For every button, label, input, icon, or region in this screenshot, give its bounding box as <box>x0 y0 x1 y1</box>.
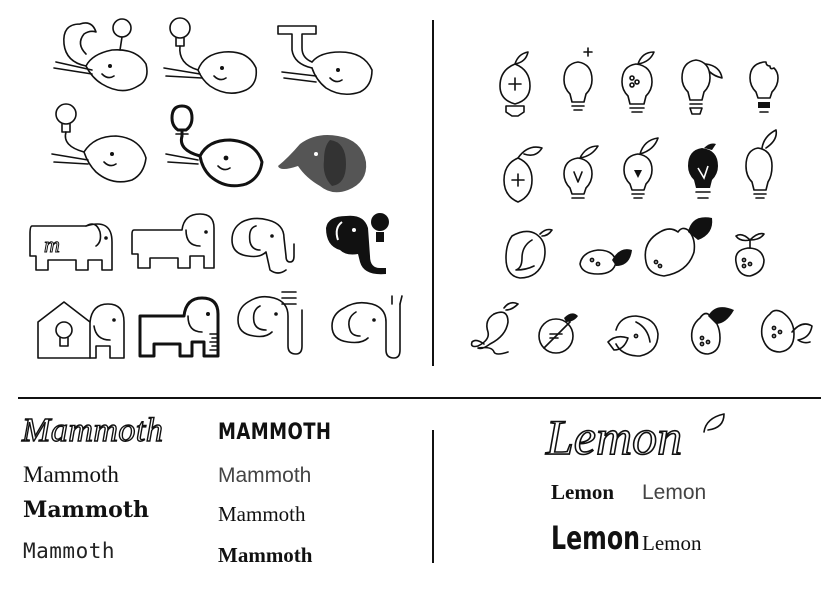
bulb-leaf-tall-icon <box>745 129 778 199</box>
horizontal-divider <box>18 397 821 399</box>
elephant-t-trunk-icon <box>277 25 373 96</box>
elephant-bulb-trunk-icon <box>163 17 258 94</box>
lemon-plus-2-icon <box>503 146 543 203</box>
elephant-outline-icon <box>131 213 215 269</box>
mammoth-script-outline-wordmark: Mammoth <box>21 412 164 449</box>
lemon-script-outline-wordmark: Lemon <box>545 409 683 465</box>
elephant-head-plug-icon <box>331 295 403 359</box>
elephant-bulb-trunk-2-icon <box>51 103 147 183</box>
lemon-plus-icon <box>499 51 531 117</box>
mammoth-serif-regular-wordmark: Mammoth <box>23 462 119 487</box>
elephant-bulb-bold-icon <box>165 104 264 188</box>
elephant-monogram-m-icon: m <box>29 223 113 271</box>
bulb-solid-icon <box>688 143 718 199</box>
bulb-lemon-2-icon <box>563 145 599 199</box>
bulb-plus-icon <box>563 47 593 111</box>
bulb-ponytail-icon <box>681 59 723 115</box>
lemon-swirl-icon <box>760 309 813 353</box>
lemon-light-sans-wordmark: Lemon <box>642 481 707 504</box>
lemon-dark-leaf-icon <box>690 307 734 355</box>
elephant-ruler-bold-icon <box>138 296 220 358</box>
elephant-head-bars-icon <box>237 291 303 355</box>
elephant-head-trunk-icon <box>231 217 295 274</box>
elephant-house-bulb-icon <box>37 301 125 359</box>
bulb-bitten-icon <box>749 61 779 113</box>
lemon-script-l-icon <box>505 228 553 279</box>
lemon-serif-book-wordmark: Lemon <box>642 531 702 555</box>
lemon-script-l-2-icon <box>470 301 519 355</box>
bulb-filament-icon <box>623 137 659 199</box>
mammoth-serif-bold-wordmark: Mammoth <box>218 543 313 567</box>
vertical-divider-bottom <box>432 430 434 563</box>
lemon-no-bulb-icon <box>538 313 578 354</box>
lemon-wordmark-leaf-icon <box>703 413 725 433</box>
mammoth-condensed-caps-wordmark: MAMMOTH <box>218 420 332 445</box>
lemon-condensed-bold-wordmark: Lemon <box>551 519 640 557</box>
svg-text:m: m <box>44 232 60 257</box>
elephant-c-trunk-icon <box>53 18 148 92</box>
lemon-leaf-icon <box>579 249 632 275</box>
lemon-bitten-leaf-icon <box>644 217 713 277</box>
mammoth-techno-wordmark: Mammoth <box>23 539 116 563</box>
lemon-serif-bold-wordmark: Lemon <box>551 480 614 504</box>
bulb-lemon-dots-icon <box>621 51 655 113</box>
mammoth-slab-bold-wordmark: Mammoth <box>23 497 149 523</box>
mammoth-light-sans-wordmark: Mammoth <box>218 464 312 487</box>
elephant-gray-silhouette-icon <box>278 135 367 193</box>
lemon-half-leaf-icon <box>607 315 659 357</box>
vertical-divider-top <box>432 20 434 366</box>
elephant-solid-bulb-icon <box>326 213 389 275</box>
lemon-sprout-icon <box>734 232 765 277</box>
mammoth-serif-book-wordmark: Mammoth <box>218 502 306 526</box>
